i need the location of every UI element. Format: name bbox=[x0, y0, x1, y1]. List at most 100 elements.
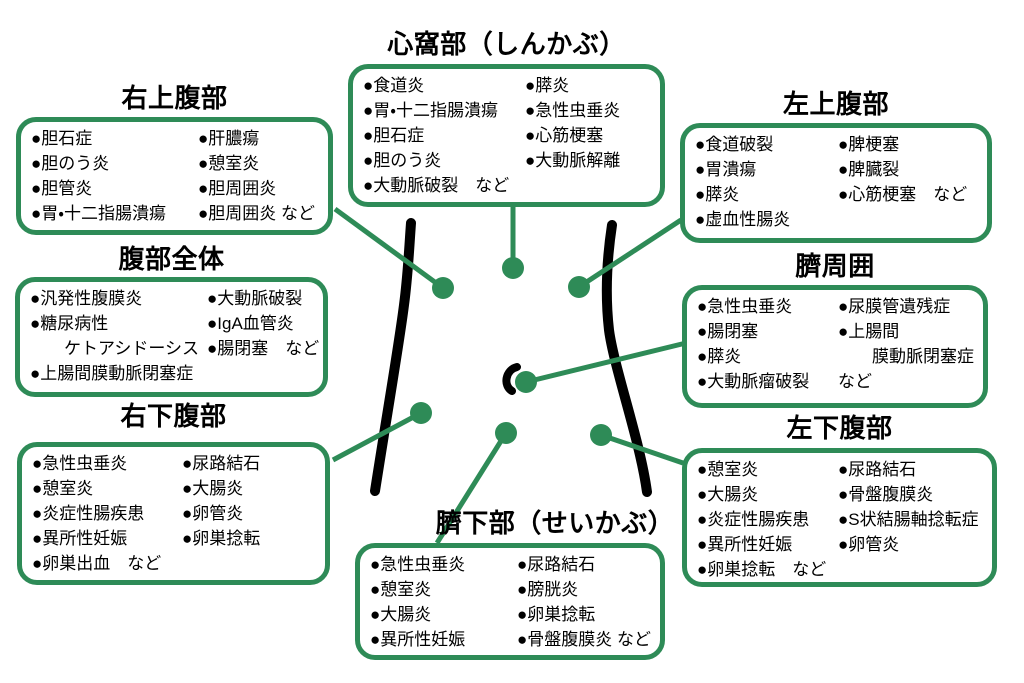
disease-list-column: ●肝膿瘍●憩室炎●胆周囲炎●胆周囲炎 など bbox=[198, 126, 318, 226]
disease-item: ●大動脈解離 bbox=[525, 151, 621, 170]
disease-item: ●大動脈破裂 など bbox=[363, 176, 510, 195]
disease-item: ●炎症性腸疾患 bbox=[697, 510, 810, 529]
disease-item: ●急性虫垂炎 bbox=[525, 101, 621, 120]
region-box: ●胆石症●胆のう炎●胆管炎●胃・十二指腸潰瘍 ●肝膿瘍●憩室炎●胆周囲炎●胆周囲… bbox=[16, 117, 333, 235]
navel-mark bbox=[502, 363, 521, 395]
disease-item: ●尿路結石 bbox=[182, 454, 261, 473]
disease-list-column: ●大動脈破裂●IgA血管炎●腸閉塞 など bbox=[207, 286, 319, 361]
disease-item: ●胃・十二指腸潰瘍 bbox=[31, 204, 167, 223]
disease-list-column: ●尿路結石 ●骨盤腹膜炎 ●S状結腸軸捻転症 ●卵管炎 bbox=[838, 457, 982, 557]
disease-item: ●卵巣捻転 bbox=[182, 529, 261, 548]
region-title: 臍下部（せいかぶ） bbox=[435, 508, 675, 538]
disease-item: ●膵炎 bbox=[697, 347, 742, 366]
disease-item: ●憩室炎 bbox=[32, 479, 94, 498]
connector-left-lower bbox=[600, 432, 684, 466]
disease-item: ●大腸炎 bbox=[370, 605, 432, 624]
disease-item: 膜動脈閉塞症 bbox=[838, 347, 974, 366]
disease-item: ●卵巣出血 など bbox=[32, 554, 162, 573]
disease-list-column: ●尿路結石 ●膀胱炎 ●卵巣捻転 ●骨盤腹膜炎 など bbox=[517, 552, 651, 652]
disease-item: ケトアシドーシス bbox=[30, 339, 199, 358]
disease-item: ●膀胱炎 bbox=[517, 580, 579, 599]
disease-item: ●大腸炎 bbox=[697, 485, 759, 504]
disease-item: など bbox=[838, 372, 872, 391]
disease-list-column: ●尿路結石 ●大腸炎 ●卵管炎 ●卵巣捻転 bbox=[182, 451, 315, 551]
region-box: ●食道破裂 ●胃潰瘍 ●膵炎 ●虚血性腸炎 ●脾梗塞●脾臓裂●心筋梗塞 など bbox=[680, 123, 992, 243]
disease-item: ●胆周囲炎 bbox=[198, 179, 277, 198]
disease-list-column: ●食道炎 ●胃・十二指腸潰瘍 ●胆石症 ●胆のう炎 ●大動脈破裂 など bbox=[363, 73, 525, 198]
disease-item: ●胆周囲炎 など bbox=[198, 204, 315, 223]
region-marker-dot-hypogastric bbox=[495, 422, 517, 444]
region-marker-dot-epigastric bbox=[502, 257, 524, 279]
disease-item: ●卵巣捻転 など bbox=[697, 560, 827, 579]
disease-list-column: ●膵炎 ●急性虫垂炎 ●心筋梗塞 ●大動脈解離 bbox=[525, 73, 650, 173]
disease-item: ●胆管炎 bbox=[31, 179, 93, 198]
disease-list-column: ●汎発性腹膜炎 ●糖尿病性 ケトアシドーシス ●上腸間膜動脈閉塞症 bbox=[30, 286, 207, 386]
disease-item: ●胆のう炎 bbox=[363, 151, 442, 170]
disease-item: ●IgA血管炎 bbox=[207, 314, 294, 333]
disease-item: ●憩室炎 bbox=[198, 154, 260, 173]
disease-list-column: ●急性虫垂炎●憩室炎●炎症性腸疾患●異所性妊娠●卵巣出血 など bbox=[32, 451, 182, 576]
region-title: 臍周囲 bbox=[795, 251, 875, 281]
region-title: 心窩部（しんかぶ） bbox=[387, 29, 626, 59]
disease-item: ●骨盤腹膜炎 など bbox=[517, 630, 651, 649]
connector-periumbilical bbox=[525, 340, 687, 385]
disease-list-column: ●食道破裂 ●胃潰瘍 ●膵炎 ●虚血性腸炎 bbox=[695, 132, 838, 232]
disease-item: ●憩室炎 bbox=[697, 460, 759, 479]
disease-item: ●脾梗塞 bbox=[838, 135, 900, 154]
region-marker-dot-periumbilical bbox=[515, 371, 537, 393]
region-marker-dot-right-upper bbox=[432, 277, 454, 299]
disease-item: ●膵炎 bbox=[695, 185, 740, 204]
disease-item: ●卵管炎 bbox=[182, 504, 244, 523]
disease-item: ●異所性妊娠 bbox=[370, 630, 466, 649]
region-box: ●憩室炎 ●大腸炎 ●炎症性腸疾患 ●異所性妊娠 ●卵巣捻転 など ●尿路結石 ●骨盤腹膜… bbox=[682, 448, 997, 587]
disease-item: ●骨盤腹膜炎 bbox=[838, 485, 934, 504]
disease-item: ●尿膜管遺残症 bbox=[838, 297, 951, 316]
disease-list-column: ●尿膜管遺残症 ●上腸間 膜動脈閉塞症など bbox=[838, 294, 974, 394]
region-box: ●急性虫垂炎●憩室炎●大腸炎●異所性妊娠 ●尿路結石●膀胱炎●卵巣捻転●骨盤腹膜… bbox=[355, 543, 665, 660]
connector-right-upper bbox=[333, 206, 445, 291]
disease-item: ●腸閉塞 など bbox=[207, 339, 320, 358]
disease-item: ●食道炎 bbox=[363, 76, 425, 95]
disease-item: ●胃・十二指腸潰瘍 bbox=[363, 101, 499, 120]
disease-list-column: ●脾梗塞●脾臓裂●心筋梗塞 など bbox=[838, 132, 977, 207]
disease-item: ●上腸間 bbox=[838, 322, 900, 341]
disease-item: ●卵巣捻転 bbox=[517, 605, 596, 624]
disease-item: ●腸閉塞 bbox=[697, 322, 759, 341]
disease-item: ●虚血性腸炎 bbox=[695, 210, 791, 229]
disease-item: ●尿路結石 bbox=[838, 460, 917, 479]
connector-right-lower bbox=[331, 410, 423, 463]
disease-item: ●大動脈瘤破裂 bbox=[697, 372, 810, 391]
disease-item: ●異所性妊娠 bbox=[697, 535, 793, 554]
region-box: ●食道炎 ●胃・十二指腸潰瘍 ●胆石症 ●胆のう炎 ●大動脈破裂 など ●膵炎 ●急性虫垂… bbox=[348, 64, 665, 207]
region-title: 右上腹部 bbox=[121, 83, 228, 113]
region-title: 左上腹部 bbox=[782, 89, 889, 119]
region-title: 右下腹部 bbox=[120, 401, 227, 431]
disease-item: ●心筋梗塞 bbox=[525, 126, 604, 145]
region-marker-dot-right-lower bbox=[410, 402, 432, 424]
region-box: ●急性虫垂炎 ●腸閉塞 ●膵炎 ●大動脈瘤破裂 ●尿膜管遺残症 ●上腸間 膜動脈閉塞症な… bbox=[682, 285, 988, 408]
torso-right-line bbox=[601, 220, 652, 497]
region-box: ●急性虫垂炎●憩室炎●炎症性腸疾患●異所性妊娠●卵巣出血 など ●尿路結石●大腸… bbox=[17, 442, 330, 585]
disease-item: ●食道破裂 bbox=[695, 135, 774, 154]
disease-item: ●糖尿病性 bbox=[30, 314, 109, 333]
disease-item: ●尿路結石 bbox=[517, 555, 596, 574]
disease-item: ●急性虫垂炎 bbox=[697, 297, 793, 316]
disease-item: ●憩室炎 bbox=[370, 580, 432, 599]
disease-item: ●S状結腸軸捻転症 bbox=[838, 510, 979, 529]
disease-item: ●胆石症 bbox=[31, 129, 93, 148]
connector-left-upper bbox=[577, 217, 683, 290]
disease-item: ●胃潰瘍 bbox=[695, 160, 757, 179]
disease-item: ●膵炎 bbox=[525, 76, 570, 95]
disease-list-column: ●急性虫垂炎 ●腸閉塞 ●膵炎 ●大動脈瘤破裂 bbox=[697, 294, 838, 394]
disease-item: ●卵管炎 bbox=[838, 535, 900, 554]
disease-item: ●汎発性腹膜炎 bbox=[30, 289, 143, 308]
disease-item: ●胆石症 bbox=[363, 126, 425, 145]
disease-item: ●大腸炎 bbox=[182, 479, 244, 498]
disease-item: ●上腸間膜動脈閉塞症 bbox=[30, 364, 194, 383]
disease-list-column: ●憩室炎 ●大腸炎 ●炎症性腸疾患 ●異所性妊娠 ●卵巣捻転 など bbox=[697, 457, 838, 582]
region-marker-dot-left-lower bbox=[590, 424, 612, 446]
region-box: ●汎発性腹膜炎●糖尿病性 ケトアシドーシス●上腸間膜動脈閉塞症 ●大動脈破裂●I… bbox=[15, 277, 328, 397]
disease-item: ●異所性妊娠 bbox=[32, 529, 128, 548]
